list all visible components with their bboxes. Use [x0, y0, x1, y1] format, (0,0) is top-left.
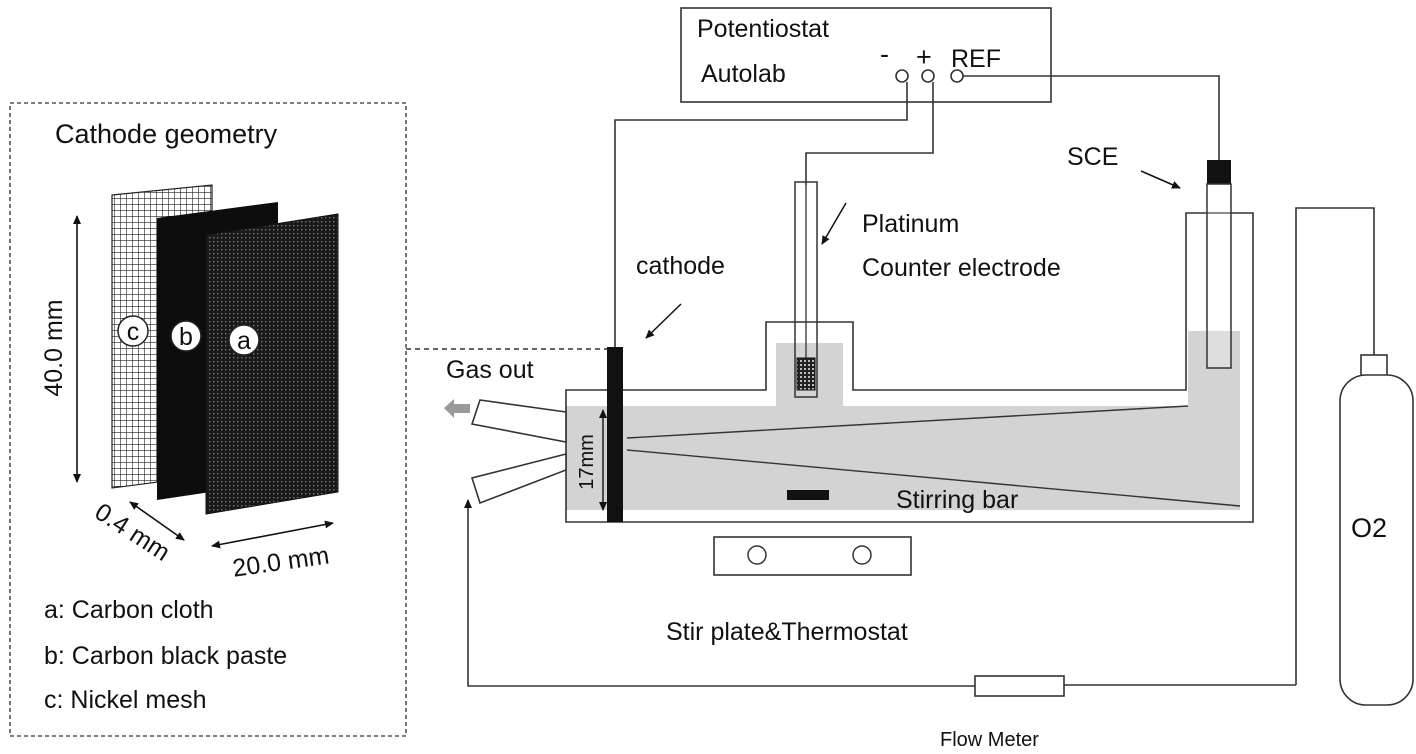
stirring-bar-label: Stirring bar [896, 486, 1018, 514]
terminal-ref [950, 69, 964, 83]
gas-line-to-cell [464, 499, 975, 687]
carbon-cloth-layer [205, 213, 339, 515]
svg-text:b: b [179, 323, 193, 351]
layer-letter-a: a [228, 324, 260, 356]
o2-label: O2 [1351, 513, 1387, 543]
legend-item-c: c: Nickel mesh [44, 686, 207, 714]
cathode-plate [607, 347, 623, 522]
cell-vessel [565, 212, 1254, 523]
flow-meter [974, 675, 1065, 697]
gas-out-label: Gas out [446, 356, 534, 384]
potentiostat-title: Potentiostat [697, 15, 829, 43]
platinum-pointer-arrow [821, 202, 847, 245]
legend-item-a: a: Carbon cloth [44, 596, 214, 624]
flow-meter-label: Flow Meter [940, 729, 1039, 751]
wire-counter-electrode [805, 82, 934, 185]
stir-plate [713, 536, 912, 576]
cathode-label: cathode [636, 252, 725, 280]
layer-letter-b: b [170, 320, 202, 352]
terminal-minus [895, 69, 909, 83]
potentiostat: Potentiostat Autolab - + REF [680, 7, 1052, 103]
svg-text:c: c [127, 318, 140, 346]
sce-cap [1207, 160, 1231, 184]
reference-electrode [1206, 160, 1232, 369]
stir-plate-knob-right [852, 545, 872, 565]
o2-cylinder [1339, 374, 1414, 706]
stir-plate-label: Stir plate&Thermostat [666, 618, 908, 646]
sce-pointer-arrow [1140, 170, 1181, 189]
thickness-label: 0.4 mm [90, 498, 175, 567]
o2-supply-line [1295, 207, 1375, 685]
inset-dashed-border [9, 102, 407, 737]
electrochemical-cell [470, 212, 1254, 523]
platinum-mesh [796, 357, 816, 391]
platinum-label: Platinum [862, 210, 959, 238]
flow-line-upper [626, 405, 1189, 439]
potentiostat-box [680, 7, 1052, 103]
terminal-plus [921, 69, 935, 83]
stirring-bar [787, 490, 829, 500]
svg-text:a: a [237, 327, 251, 355]
counter-electrode [794, 181, 818, 398]
cathode-geometry-inset: Cathode geometry c b a 40.0 mm 0.4 mm 20… [9, 102, 407, 737]
stir-plate-body [713, 536, 912, 576]
wire-reference [963, 75, 1220, 160]
legend-item-b: b: Carbon black paste [44, 642, 287, 670]
height-label: 40.0 mm [40, 299, 68, 396]
counter-electrode-tube [794, 181, 818, 398]
inset-title: Cathode geometry [55, 119, 278, 149]
width-dimension-arrow [211, 520, 334, 549]
terminal-minus-label: - [880, 39, 889, 69]
counter-electrode-label: Counter electrode [862, 254, 1061, 282]
electrolyte [566, 331, 1240, 510]
wire-cathode [614, 82, 908, 349]
width-label: 20.0 mm [231, 541, 331, 582]
gap-label: 17mm [576, 434, 598, 490]
cathode-pointer-arrow [645, 303, 682, 339]
terminal-ref-label: REF [951, 45, 1001, 73]
gas-inlet-tube [470, 452, 567, 505]
gas-outlet-tube [470, 399, 567, 443]
thickness-dimension-arrow [129, 501, 185, 541]
wires [614, 75, 1220, 349]
gas-out-arrow-icon [444, 399, 470, 418]
terminal-plus-label: + [916, 42, 932, 72]
sce-label: SCE [1067, 143, 1118, 171]
o2-cylinder-valve [1360, 354, 1388, 378]
layer-letter-c: c [117, 315, 149, 347]
sce-tube [1206, 183, 1232, 369]
potentiostat-model: Autolab [701, 60, 786, 88]
flow-line-lower [626, 449, 1241, 507]
stir-plate-knob-left [747, 545, 767, 565]
oxygen-supply [464, 207, 1414, 706]
